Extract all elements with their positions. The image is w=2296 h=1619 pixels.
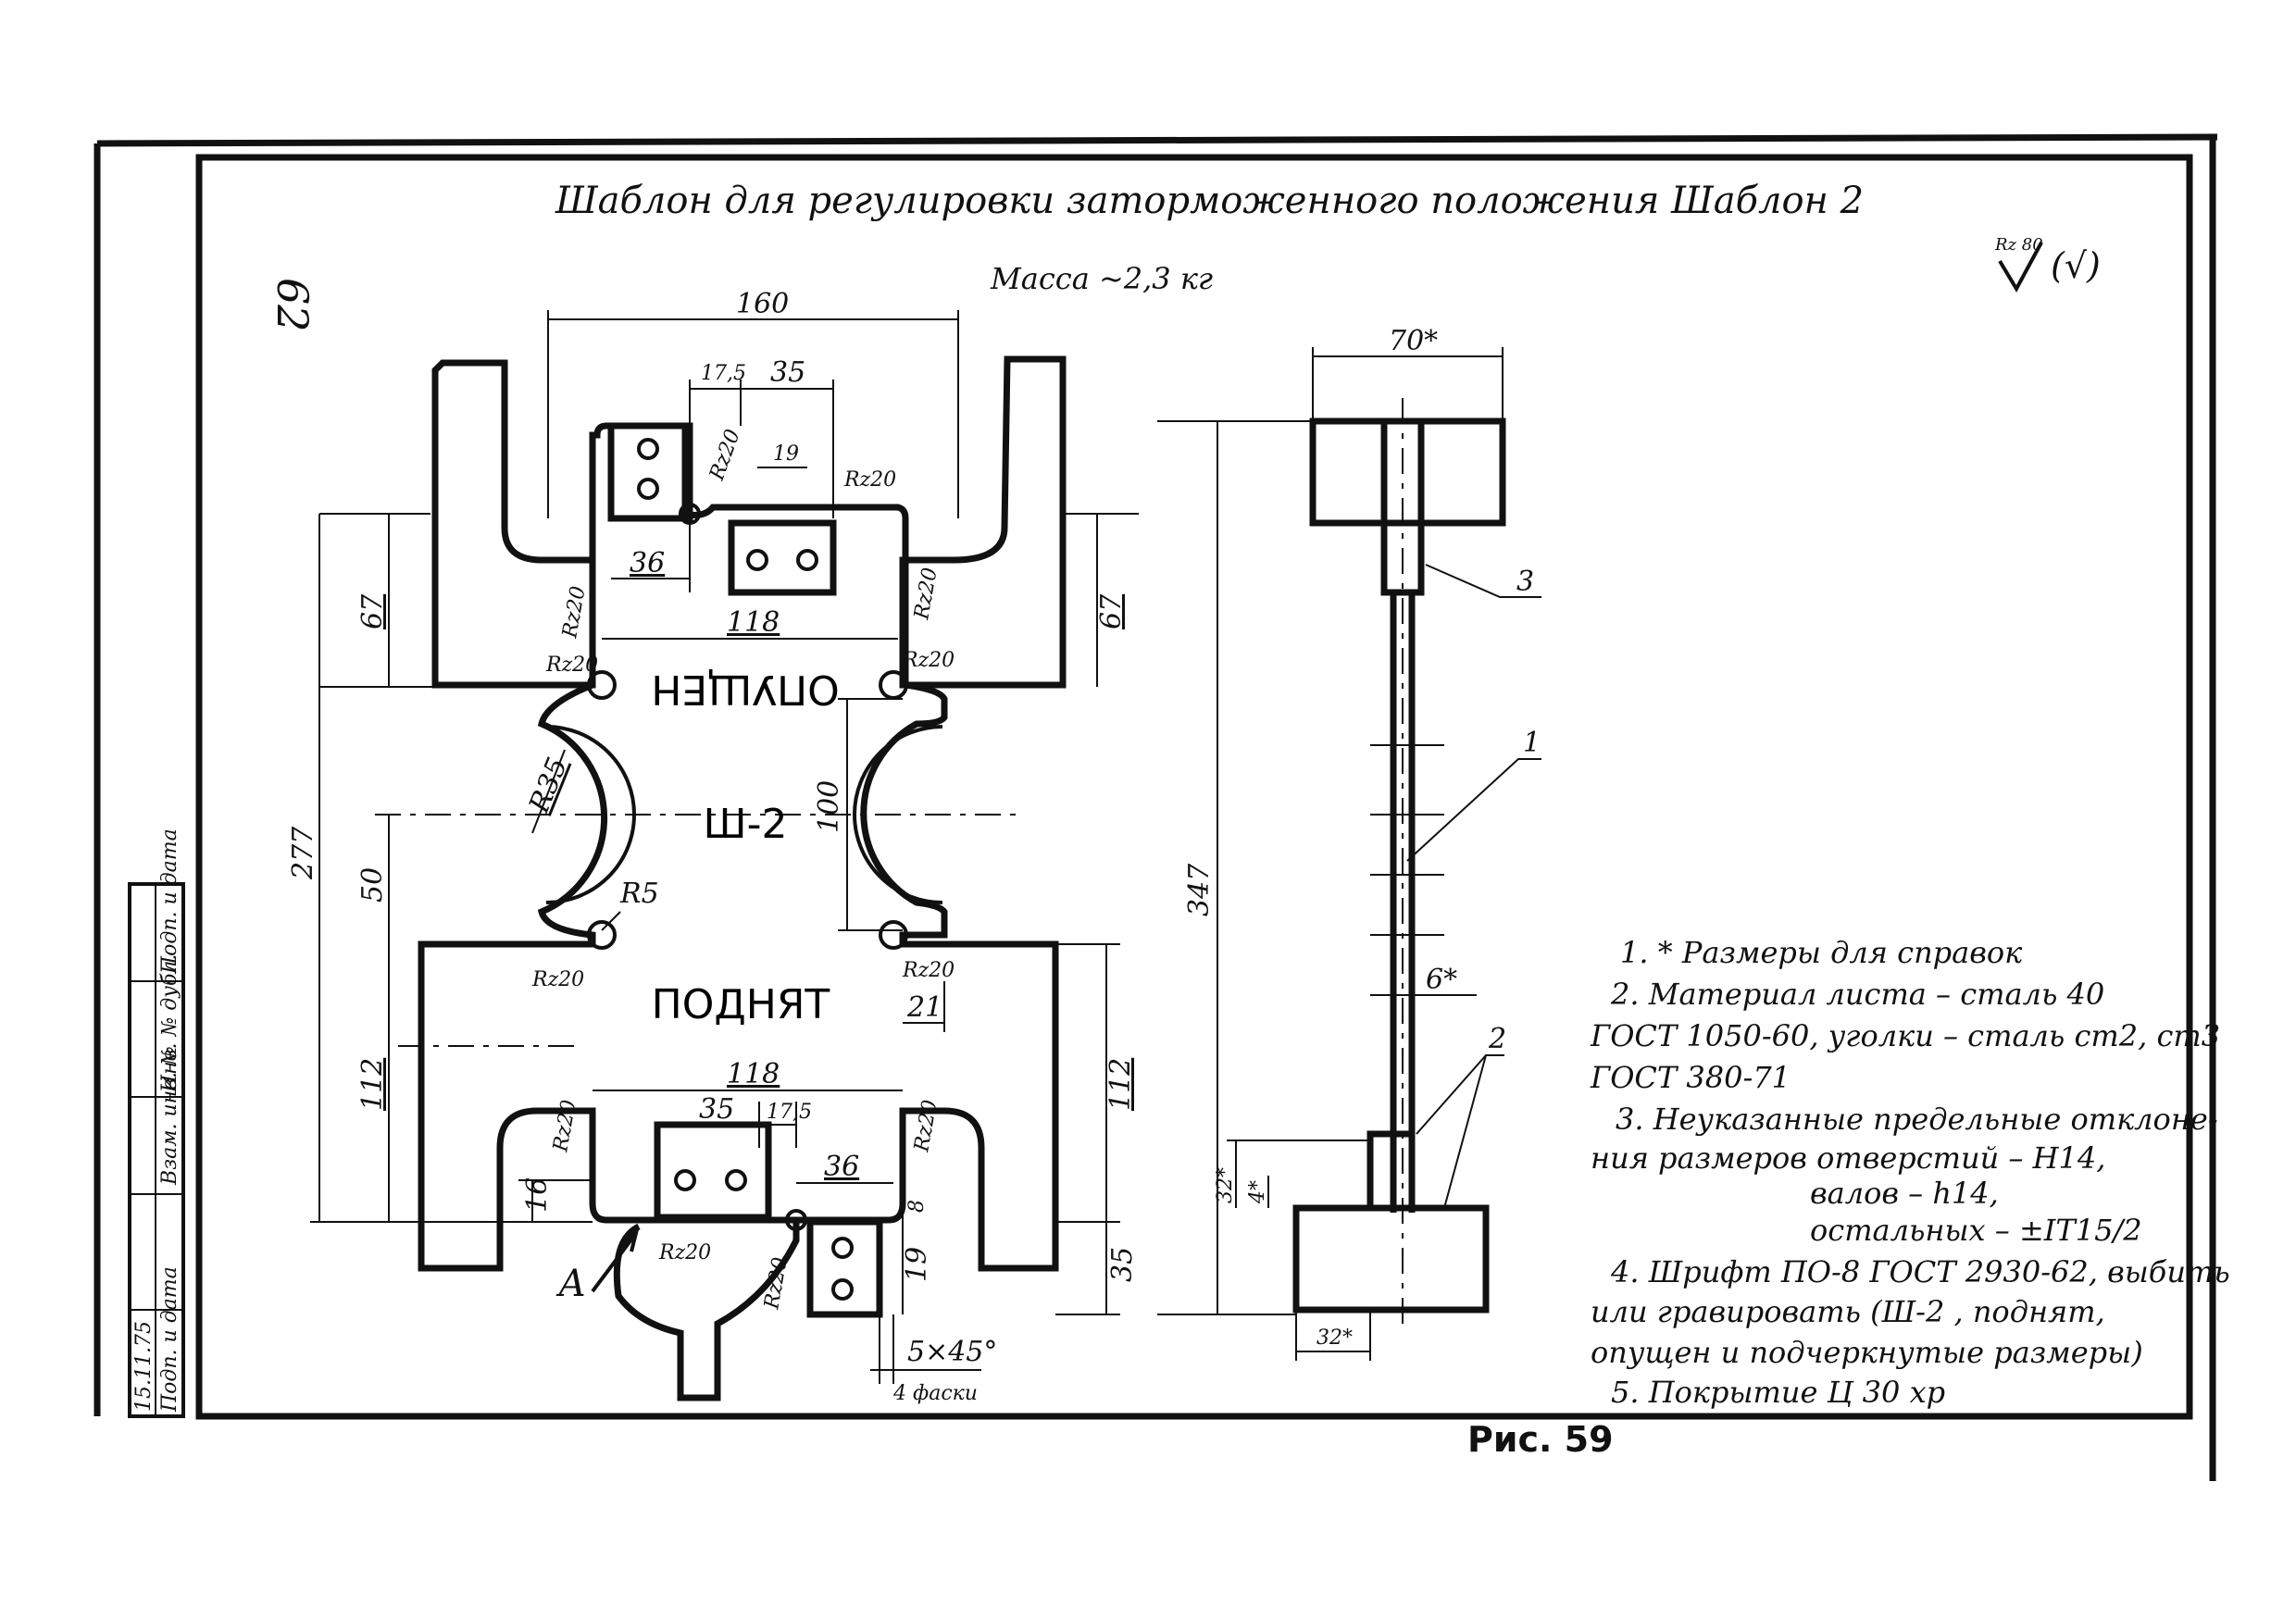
dim-r35: R35 (523, 753, 575, 818)
dim-112-right: 112 (1104, 1058, 1137, 1111)
dim-side-32h: 32* (1316, 1326, 1353, 1350)
label-template-code: Ш-2 (704, 801, 788, 848)
dim-36-bottom: 36 (824, 1151, 859, 1183)
rz20-2: Rz20 (705, 427, 745, 484)
page-number: 62 (268, 278, 318, 332)
template-front-view: ОПУЩЕН Ш-2 ПОДНЯТ (375, 355, 1067, 1401)
technical-notes: 1. * Размеры для справок 2. Материал лис… (1590, 935, 2230, 1410)
rz20-9: Rz20 (549, 1098, 581, 1154)
note-line-11: опущен и подчеркнутые размеры) (1591, 1335, 2143, 1370)
dim-36-top: 36 (630, 547, 665, 579)
dim-50: 50 (356, 867, 389, 903)
note-line-12: 5. Покрытие Ц 30 хр (1611, 1375, 1945, 1410)
dim-118-bottom: 118 (727, 1058, 780, 1090)
bracket-bottom-right (806, 1218, 883, 1318)
dim-112-left: 112 (356, 1058, 389, 1111)
stamp-cell-1: Подп. и дата (158, 828, 181, 975)
note-line-10: или гравировать (Ш-2 , поднят, (1591, 1294, 2105, 1329)
rz20-5: Rz20 (910, 566, 942, 622)
roughness-suffix: (√) (2051, 245, 2101, 286)
callout-2: 2 (1488, 1023, 1506, 1055)
dim-19-bottom: 19 (901, 1247, 933, 1282)
dim-21: 21 (906, 991, 942, 1024)
dim-67-right: 67 (1095, 593, 1128, 629)
rz20-12: Rz20 (760, 1255, 792, 1312)
dim-side-6: 6* (1426, 964, 1457, 996)
dim-side-32v: 32* (1214, 1167, 1237, 1203)
stamp-cell-4: Подп. и дата (158, 1266, 181, 1413)
rz20-3: Rz20 (558, 584, 591, 641)
dim-17-5-bottom: 17,5 (767, 1101, 812, 1124)
note-line-2: 2. Материал листа – сталь 40 (1610, 977, 2104, 1012)
dim-16: 16 (521, 1177, 554, 1213)
roughness-value: Rz 80 (1994, 235, 2043, 255)
note-line-8: остальных – ±IT15/2 (1810, 1213, 2142, 1248)
dim-side-347: 347 (1183, 863, 1216, 916)
dim-67-left: 67 (356, 593, 389, 629)
rz20-8: Rz20 (902, 959, 955, 982)
figure-caption: Рис. 59 (1467, 1419, 1614, 1460)
note-line-9: 4. Шрифт ПО-8 ГОСТ 2930-62, выбить (1610, 1254, 2230, 1289)
view-a-label: А (555, 1263, 586, 1305)
stamp-cell-3: Инв. № дубл. (158, 954, 181, 1093)
note-line-7: валов – h14, (1810, 1176, 1999, 1211)
drawing-frame (94, 133, 2218, 1481)
mass-label: Масса ~2,3 кг (990, 261, 1213, 296)
note-line-3: ГОСТ 1050-60, уголки – сталь ст2, ст3 (1590, 1018, 2220, 1053)
dim-chamfer-count: 4 фаски (892, 1382, 978, 1405)
callout-1: 1 (1523, 727, 1541, 759)
bracket-bottom-center (654, 1121, 772, 1221)
label-raised: ПОДНЯТ (652, 981, 830, 1028)
rz20-4: Rz20 (545, 654, 598, 677)
note-line-5: 3. Неуказанные предельные отклоне- (1616, 1102, 2218, 1137)
stamp-cell-5: 15.11.75 (132, 1321, 156, 1412)
dim-35-bottom: 35 (699, 1093, 734, 1126)
side-stamp: Подп. и дата Взам. инв. № Инв. № дубл. П… (128, 828, 185, 1418)
note-line-4: ГОСТ 380-71 (1590, 1060, 1791, 1095)
template-side-view (1292, 398, 1506, 1333)
drawing-title: Шаблон для регулировки заторможенного по… (555, 180, 1864, 222)
rz20-1: Rz20 (843, 468, 896, 492)
dim-side-70: 70* (1389, 325, 1438, 357)
dim-chamfer: 5×45° (907, 1336, 997, 1368)
note-line-6: ния размеров отверстий – Н14, (1591, 1140, 2105, 1176)
dim-19: 19 (773, 442, 799, 466)
dim-17-5-top: 17,5 (701, 362, 746, 385)
rz20-10: Rz20 (910, 1098, 942, 1154)
dim-8: 8 (905, 1200, 929, 1213)
dim-35-right: 35 (1106, 1247, 1139, 1282)
stamp-cell-2: Взам. инв. № (158, 1046, 181, 1186)
dim-277: 277 (287, 826, 319, 880)
rz20-6: Rz20 (902, 649, 955, 672)
dim-r5: R5 (619, 878, 659, 910)
dimensions-side: 70* 347 6* 32* 4* 32* 3 1 2 (1157, 325, 1541, 1361)
roughness-symbol: Rz 80 (√) (1994, 235, 2101, 293)
note-line-1: 1. * Размеры для справок (1620, 935, 2023, 970)
dim-side-4: 4* (1246, 1180, 1269, 1204)
bracket-top-left (607, 422, 693, 522)
rz20-7: Rz20 (531, 968, 584, 991)
dim-100: 100 (813, 780, 845, 833)
dim-118-top: 118 (727, 606, 780, 639)
bracket-top-center (728, 519, 837, 596)
dim-35-top: 35 (770, 356, 805, 389)
rz20-11: Rz20 (658, 1241, 711, 1264)
dim-160: 160 (736, 288, 789, 320)
callout-3: 3 (1516, 566, 1534, 598)
label-lowered: ОПУЩЕН (651, 666, 840, 713)
